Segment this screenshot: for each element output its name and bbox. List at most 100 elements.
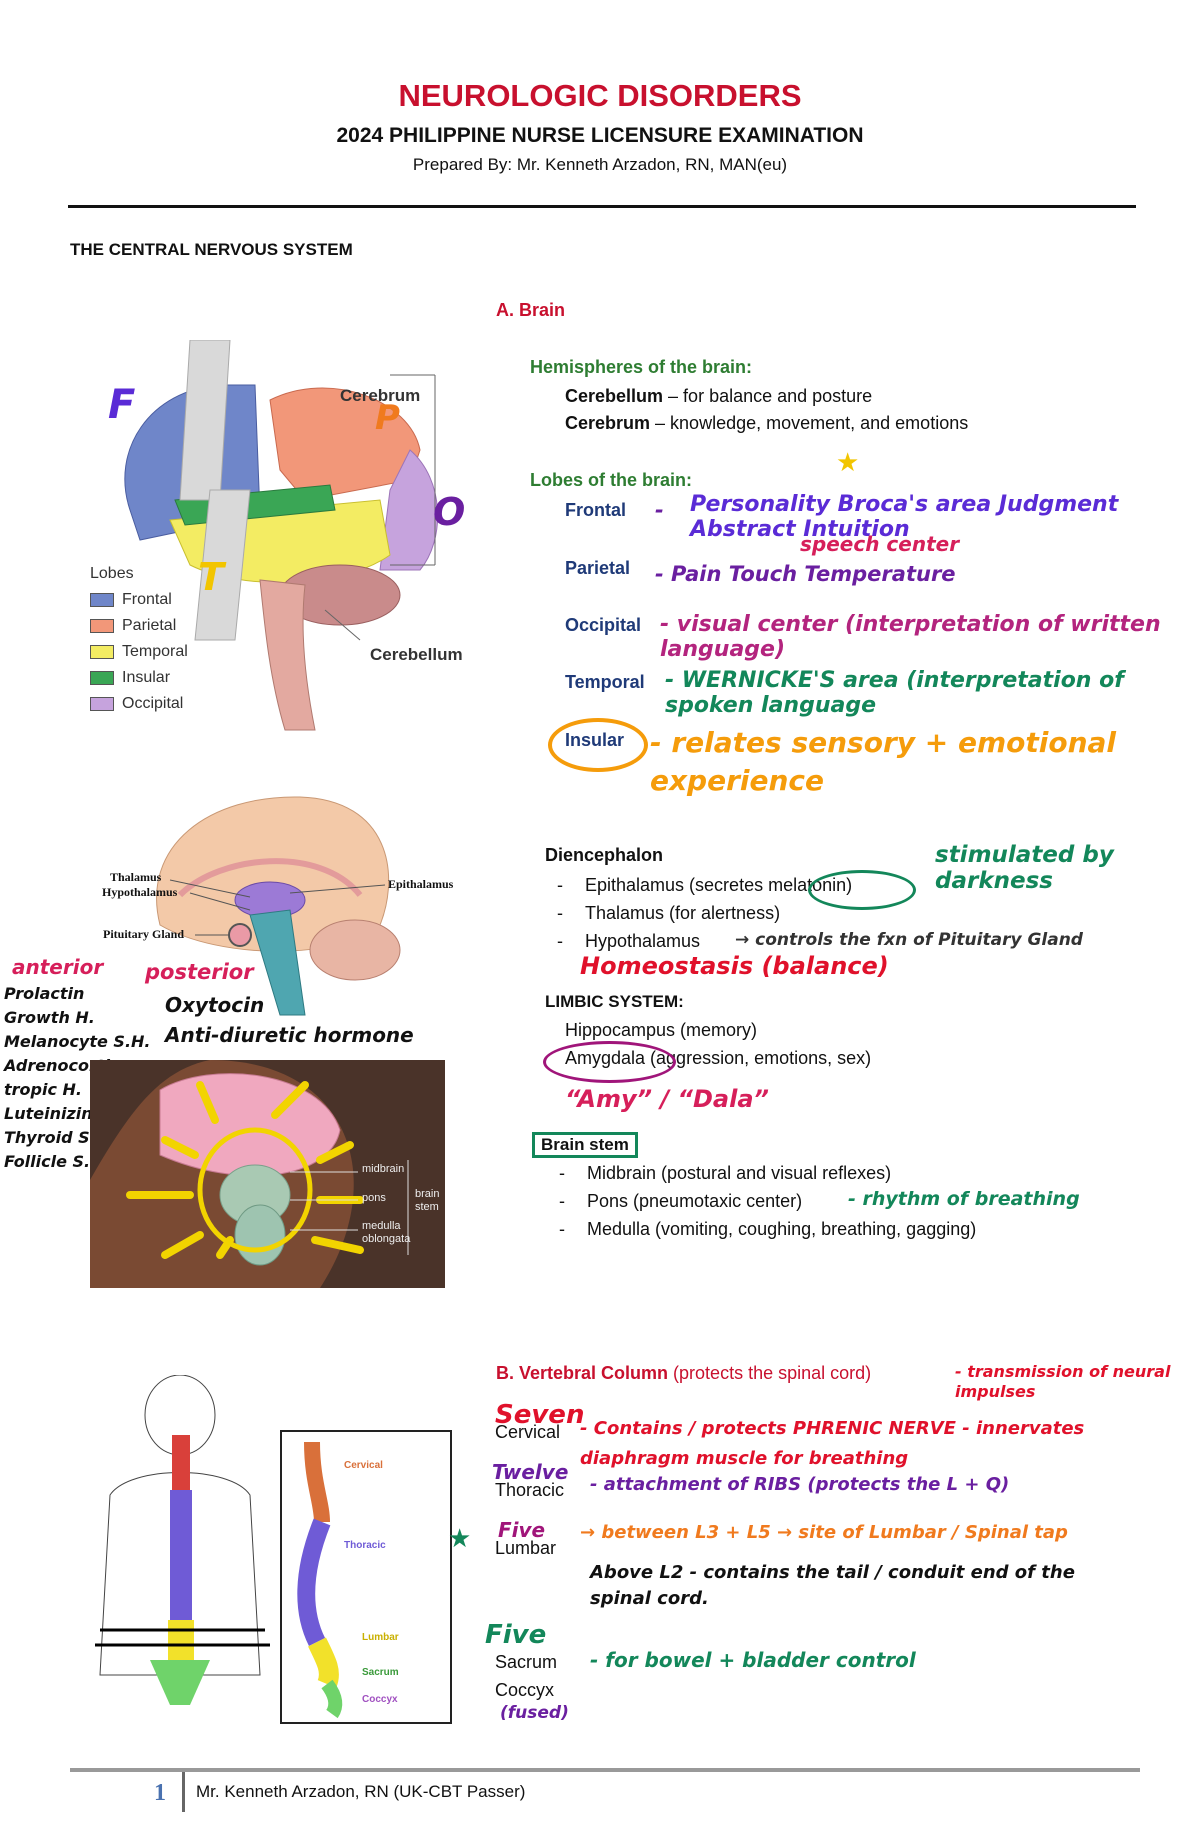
- stem-brainstem-label: brain stem: [415, 1188, 440, 1213]
- melatonin-circle: [808, 870, 916, 910]
- vertebral-coccyx: Coccyx: [495, 1680, 555, 1700]
- legend-title: Lobes: [90, 565, 134, 582]
- lumbar-note-2: Above L2 - contains the tail / conduit e…: [590, 1562, 1075, 1609]
- footer-separator: [182, 1772, 185, 1812]
- broca-star-icon: ★: [836, 448, 860, 478]
- spine-side-illustration: [297, 1441, 343, 1719]
- legend-swatch: [90, 645, 114, 659]
- frontal-dash: -: [655, 498, 664, 522]
- section-title: THE CENTRAL NERVOUS SYSTEM: [70, 240, 353, 259]
- stem-medulla-label: medulla oblongata: [362, 1220, 411, 1245]
- occipital-note: - visual center (interpretation of writt…: [660, 612, 1161, 662]
- vertebral-sacrum: Sacrum: [495, 1652, 558, 1672]
- brainstem-heading: Brain stem: [532, 1132, 638, 1158]
- diencephalon-epithalamus: Epithalamus (secretes melatonin): [557, 875, 852, 896]
- page-number: 1: [154, 1780, 166, 1806]
- spine-coccyx-label: Coccyx: [362, 1694, 398, 1705]
- footer-text: Mr. Kenneth Arzadon, RN (UK-CBT Passer): [196, 1782, 526, 1801]
- amygdala-circle: [543, 1041, 676, 1083]
- spine-cervical-label: Cervical: [344, 1460, 383, 1471]
- brainstem-midbrain: Midbrain (postural and visual reflexes): [559, 1163, 891, 1184]
- legend-swatch: [90, 671, 114, 685]
- diencephalon-figure: Thalamus Hypothalamus Pituitary Gland Ep…: [100, 785, 470, 1065]
- thoracic-hand: Twelve: [492, 1460, 569, 1484]
- spine-side-figure: Cervical Thoracic Lumbar Sacrum Coccyx: [280, 1430, 452, 1724]
- amygdala-mnemonic: “Amy” / “Dala”: [565, 1085, 769, 1113]
- insular-note: - relates sensory + emotional experience: [650, 726, 1117, 797]
- legend-label: Insular: [122, 669, 171, 686]
- prepared-by: Prepared By: Mr. Kenneth Arzadon, RN, MA…: [412, 155, 788, 174]
- brainstem-figure: midbrain pons medulla oblongata brain st…: [90, 1060, 445, 1288]
- brainstem-illustration: [90, 1060, 445, 1288]
- legend-label: Parietal: [122, 617, 177, 634]
- pituitary-label: Pituitary Gland: [103, 927, 185, 941]
- limbic-heading: LIMBIC SYSTEM:: [545, 992, 684, 1011]
- parietal-letter: P: [375, 398, 400, 438]
- sacrum-hand: Five: [485, 1620, 547, 1650]
- vertebral-thoracic: Thoracic: [495, 1480, 565, 1500]
- homeostasis-note: Homeostasis (balance): [580, 952, 889, 980]
- legend-swatch: [90, 593, 114, 607]
- vertebral-cervical: Cervical: [495, 1422, 561, 1442]
- lumbar-note: → between L3 + L5 → site of Lumbar / Spi…: [580, 1522, 1068, 1543]
- cervical-hand: Seven: [495, 1400, 585, 1430]
- spine-back-illustration: [95, 1374, 270, 1705]
- brainstem-medulla: Medulla (vomiting, coughing, breathing, …: [559, 1219, 976, 1240]
- spine-sacrum-label: Sacrum: [362, 1667, 399, 1678]
- cervical-note: - Contains / protects PHRENIC NERVE - in…: [580, 1418, 1085, 1469]
- legend-label: Occipital: [122, 695, 184, 712]
- hemisphere-cerebellum: Cerebellum – for balance and posture: [565, 386, 873, 406]
- occipital-letter: O: [433, 490, 466, 534]
- lobe-frontal: Frontal: [565, 500, 626, 520]
- cerebrum-label: Cerebrum: [340, 386, 421, 405]
- diencephalon-illustration: [156, 796, 401, 1016]
- diencephalon-thalamus: Thalamus (for alertness): [557, 903, 780, 924]
- lobe-temporal: Temporal: [565, 672, 645, 692]
- epithalamus-label: Epithalamus: [388, 877, 454, 891]
- diencephalon-heading: Diencephalon: [545, 845, 664, 865]
- legend-item: Occipital: [90, 691, 188, 717]
- lobe-occipital: Occipital: [565, 615, 642, 635]
- hormone-item: Melanocyte S.H.: [4, 1032, 151, 1051]
- brain-lobes-illustration: [124, 339, 439, 731]
- coccyx-hand: (fused): [500, 1703, 569, 1723]
- spine-thoracic-label: Thoracic: [344, 1540, 386, 1551]
- page-title: NEUROLOGIC DISORDERS: [398, 78, 802, 113]
- cerebellum-label: Cerebellum: [370, 645, 463, 664]
- stem-midbrain-label: midbrain: [362, 1163, 405, 1175]
- vertebral-lumbar: Lumbar: [495, 1538, 557, 1558]
- lumbar-star-icon: ★: [448, 1524, 472, 1554]
- page-subtitle: 2024 PHILIPPINE NURSE LICENSURE EXAMINAT…: [336, 124, 864, 147]
- hormone-item: Prolactin: [4, 984, 85, 1003]
- anterior-label: anterior: [12, 955, 104, 979]
- lobes-heading: Lobes of the brain:: [530, 470, 692, 490]
- legend-item: Insular: [90, 665, 188, 691]
- lobe-parietal: Parietal: [565, 558, 631, 578]
- parietal-note: - Pain Touch Temperature: [655, 562, 956, 586]
- hormone-item: Oxytocin: [165, 993, 265, 1017]
- spine-lumbar-label: Lumbar: [362, 1632, 399, 1643]
- insular-circle: [548, 718, 648, 772]
- header-divider: [68, 205, 1136, 208]
- legend-swatch: [90, 697, 114, 711]
- legend-label: Temporal: [122, 643, 188, 660]
- stem-pons-label: pons: [362, 1192, 386, 1204]
- back-figure: [90, 1374, 270, 1705]
- footer-divider: [70, 1768, 1140, 1772]
- diencephalon-hypothalamus: Hypothalamus: [557, 931, 700, 952]
- sacrum-note: - for bowel + bladder control: [590, 1648, 916, 1672]
- hormone-item: Follicle S.H.: [4, 1152, 110, 1171]
- hemispheres-heading: Hemispheres of the brain:: [530, 357, 753, 377]
- vertebral-heading: B. Vertebral Column (protects the spinal…: [496, 1363, 872, 1383]
- legend-item: Temporal: [90, 639, 188, 665]
- posterior-label: posterior: [145, 960, 254, 984]
- thoracic-note: - attachment of RIBS (protects the L + Q…: [590, 1474, 1010, 1495]
- hypothalamus-note: → controls the fxn of Pituitary Gland: [735, 930, 1083, 950]
- hypothalamus-label: Hypothalamus: [102, 885, 178, 899]
- vertebral-heading-note: - transmission of neural impulses: [955, 1362, 1171, 1401]
- frontal-letter: F: [108, 382, 136, 428]
- legend-item: Frontal: [90, 587, 188, 613]
